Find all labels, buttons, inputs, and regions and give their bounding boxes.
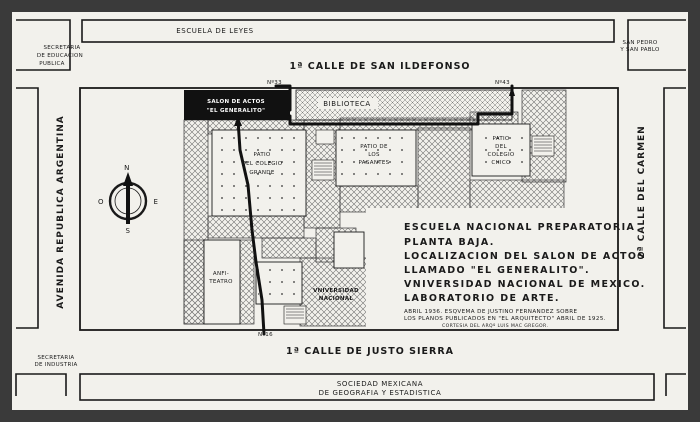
compass-e: E xyxy=(153,198,158,206)
san-pedro-line-1: SAN PEDRO xyxy=(622,40,657,46)
industria-line-2: DE INDUSTRIA xyxy=(34,362,77,368)
sep-line-1: SECRETARIA xyxy=(43,45,80,51)
number-33: Nº33 xyxy=(267,79,282,86)
sociedad-mexicana-line-1: SOCIEDAD MEXICANA xyxy=(337,380,423,388)
title-line-1: ESCUELA NACIONAL PREPARATORIA xyxy=(404,222,635,233)
title-panel xyxy=(366,208,616,328)
industria-line-1: SECRETARIA xyxy=(37,355,74,361)
sep-line-3: PUBLICA xyxy=(39,61,65,67)
number-16: Nº16 xyxy=(258,331,273,338)
compass-rose xyxy=(108,172,148,224)
compass-n: N xyxy=(124,164,130,172)
street-avenida-republica-argentina: AVENIDA REPUBLICA ARGENTINA xyxy=(56,115,66,309)
annex-room xyxy=(333,231,365,269)
caption-line-3: CORTESIA DEL ARQº LUIS MAC GREGOR. xyxy=(442,323,548,329)
street-blocks xyxy=(15,19,686,401)
title-line-5: VNIVERSIDAD NACIONAL DE MEXICO. xyxy=(404,279,646,290)
anfiteatro xyxy=(203,239,241,325)
patio-pasantes-line-2: LOS xyxy=(368,152,380,158)
block-bottom-left xyxy=(15,373,67,396)
caption-line-2: LOS PLANOS PUBLICADOS EN "EL ARQUITECTO"… xyxy=(404,316,606,322)
title-line-4: LLAMADO "EL GENERALITO". xyxy=(404,265,590,276)
salon-label-line-2: "EL GENERALITO" xyxy=(207,108,266,114)
sep-line-2: DE EDUCACION xyxy=(37,53,83,59)
salon-label-line-1: SALON DE ACTOS xyxy=(207,99,265,105)
street-san-ildefonso: 1ª CALLE DE SAN ILDEFONSO xyxy=(289,61,470,72)
number-43: Nº43 xyxy=(495,79,510,86)
compass-o: O xyxy=(98,198,104,206)
block-escuela-de-leyes xyxy=(81,19,615,43)
patio-pasantes-line-1: PATIO DE xyxy=(360,144,388,150)
route-path xyxy=(236,84,514,336)
anfiteatro-line-2: TEATRO xyxy=(208,279,233,285)
title-line-3: LOCALIZACION DEL SALON DE ACTOS xyxy=(404,251,646,262)
block-top-left xyxy=(16,19,71,71)
street-escuela-de-leyes: ESCUELA DE LEYES xyxy=(176,27,253,35)
patio-grande-line-1: PATIO xyxy=(253,152,270,158)
patio-grande-line-3: GRANDE xyxy=(249,170,274,176)
patio-chico-line-4: CHICO xyxy=(491,160,511,166)
block-left xyxy=(16,87,39,329)
sociedad-mexicana-line-2: DE GEOGRAFIA Y ESTADISTICA xyxy=(319,389,442,397)
salon-de-actos xyxy=(184,90,290,120)
patio-grande-line-2: DEL COLEGIO xyxy=(242,161,283,167)
title-line-2: PLANTA BAJA. xyxy=(404,237,495,248)
block-top-right xyxy=(627,19,686,71)
caption-line-1: ABRIL 1936. ESQVEMA DE JUSTINO FERNANDEZ… xyxy=(404,309,577,315)
building-outline xyxy=(79,87,619,331)
patio-chico-line-1: PATIO xyxy=(492,136,509,142)
stairs xyxy=(283,129,555,325)
universidad-line-1: VNIVERSIDAD xyxy=(313,288,359,294)
block-sociedad-mexicana xyxy=(79,373,655,401)
patio-chico-line-3: COLEGIO xyxy=(487,152,514,158)
patio-pasantes-line-3: PASANTES xyxy=(359,160,390,166)
san-pedro-line-2: Y SAN PABLO xyxy=(619,47,660,53)
patio-chico-line-2: DEL xyxy=(495,144,507,150)
compass-s: S xyxy=(125,227,130,235)
street-calle-del-carmen: 2ª CALLE DEL CARMEN xyxy=(637,125,647,258)
biblioteca-label: BIBLIOTECA xyxy=(323,100,371,108)
block-right xyxy=(663,87,686,329)
route-arrows xyxy=(234,86,515,126)
title-block: ESCUELA NACIONAL PREPARATORIA PLANTA BAJ… xyxy=(404,222,646,329)
block-bottom-right xyxy=(665,373,686,396)
biblioteca-label-box xyxy=(318,98,378,109)
courtyards xyxy=(203,123,616,328)
universidad-line-2: NACIONAL xyxy=(319,296,354,302)
street-justo-sierra: 1ª CALLE DE JUSTO SIERRA xyxy=(286,346,454,357)
title-line-6: LABORATORIO DE ARTE. xyxy=(404,293,560,304)
anfiteatro-line-1: ANFI- xyxy=(213,271,229,277)
